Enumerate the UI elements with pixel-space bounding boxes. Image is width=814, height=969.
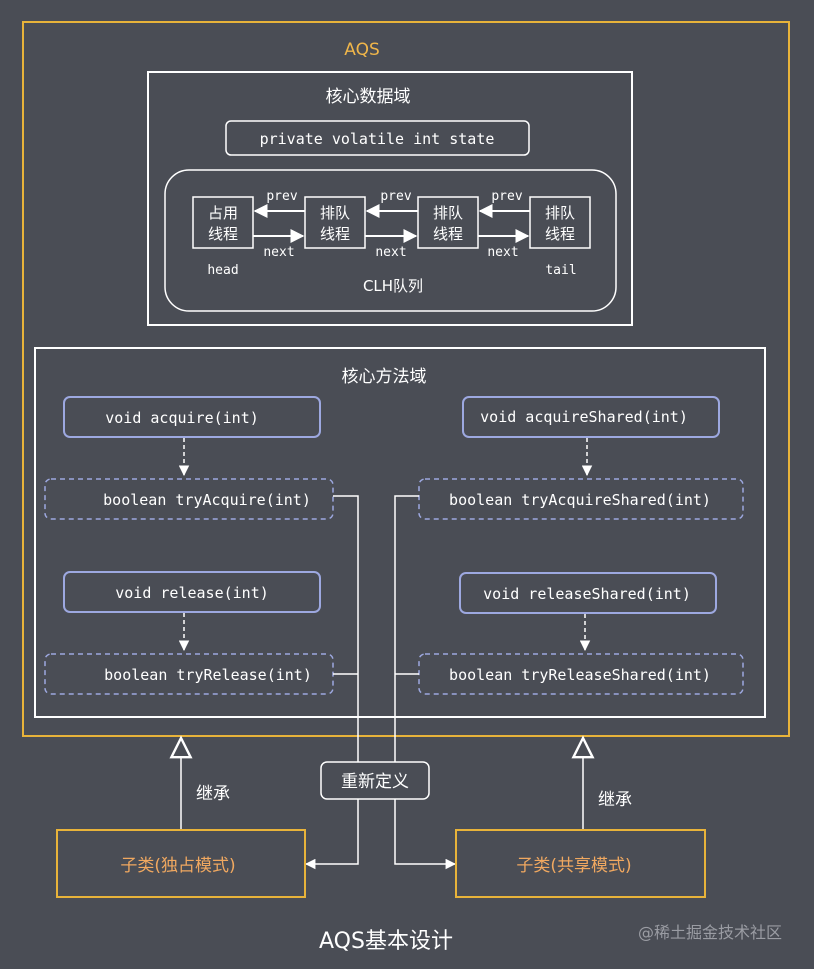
aqs-label: AQS bbox=[344, 40, 380, 60]
node-line2: 线程 bbox=[433, 225, 463, 243]
next-label-1: next bbox=[263, 245, 294, 260]
subclass-shared: 子类(共享模式) bbox=[516, 856, 631, 876]
try-acquire-shared-method: boolean tryAcquireShared(int) bbox=[449, 491, 711, 509]
node-line1: 占用 bbox=[208, 204, 238, 222]
acquire-shared-box bbox=[462, 396, 720, 438]
tail-tag: tail bbox=[545, 263, 576, 278]
head-tag: head bbox=[207, 263, 238, 278]
inherit-label-left: 继承 bbox=[196, 784, 230, 804]
data-domain-box bbox=[147, 71, 633, 326]
queue-node-2: 排队 线程 bbox=[304, 196, 366, 249]
redefine-label: 重新定义 bbox=[341, 772, 409, 792]
inherit-label-right: 继承 bbox=[598, 790, 632, 810]
release-box bbox=[63, 571, 321, 613]
method-domain-box bbox=[34, 347, 766, 718]
queue-node-tail: 排队 线程 bbox=[529, 196, 591, 249]
try-acquire-method: boolean tryAcquire(int) bbox=[103, 491, 311, 509]
subclass-exclusive-box bbox=[56, 829, 306, 898]
node-line1: 排队 bbox=[545, 204, 575, 222]
redefine-connector-right bbox=[394, 495, 457, 870]
method-domain-title: 核心方法域 bbox=[342, 367, 427, 387]
acquire-method: void acquire(int) bbox=[105, 409, 259, 427]
release-shared-method: void releaseShared(int) bbox=[483, 585, 691, 603]
next-label-3: next bbox=[487, 245, 518, 260]
prev-label-2: prev bbox=[380, 189, 411, 204]
node-line1: 排队 bbox=[433, 204, 463, 222]
try-release-method: boolean tryRelease(int) bbox=[104, 666, 312, 684]
clh-queue-label: CLH队列 bbox=[363, 277, 423, 295]
prev-label-1: prev bbox=[266, 189, 297, 204]
release-shared-box bbox=[459, 572, 717, 614]
redefine-connector-left bbox=[304, 495, 359, 870]
prev-label-3: prev bbox=[491, 189, 522, 204]
watermark: @稀土掘金技术社区 bbox=[638, 923, 782, 942]
node-line1: 排队 bbox=[320, 204, 350, 222]
aqs-frame bbox=[22, 21, 790, 737]
try-acquire-box bbox=[44, 478, 334, 520]
next-label-2: next bbox=[375, 245, 406, 260]
acquire-shared-method: void acquireShared(int) bbox=[480, 408, 688, 426]
try-acquire-shared-box bbox=[418, 478, 744, 520]
subclass-shared-box bbox=[455, 829, 706, 898]
data-domain-title: 核心数据域 bbox=[326, 87, 411, 107]
queue-node-3: 排队 线程 bbox=[417, 196, 479, 249]
state-field: private volatile int state bbox=[260, 130, 495, 148]
clh-queue-box bbox=[164, 169, 617, 312]
queue-node-head: 占用 线程 bbox=[192, 196, 254, 249]
node-line2: 线程 bbox=[320, 225, 350, 243]
subclass-exclusive: 子类(独占模式) bbox=[120, 856, 235, 876]
diagram-caption: AQS基本设计 bbox=[319, 929, 453, 954]
node-line2: 线程 bbox=[208, 225, 238, 243]
node-line2: 线程 bbox=[545, 225, 575, 243]
acquire-box bbox=[63, 396, 321, 438]
redefine-box bbox=[320, 761, 430, 800]
state-field-box bbox=[225, 120, 530, 156]
try-release-shared-method: boolean tryReleaseShared(int) bbox=[449, 666, 711, 684]
release-method: void release(int) bbox=[115, 584, 269, 602]
